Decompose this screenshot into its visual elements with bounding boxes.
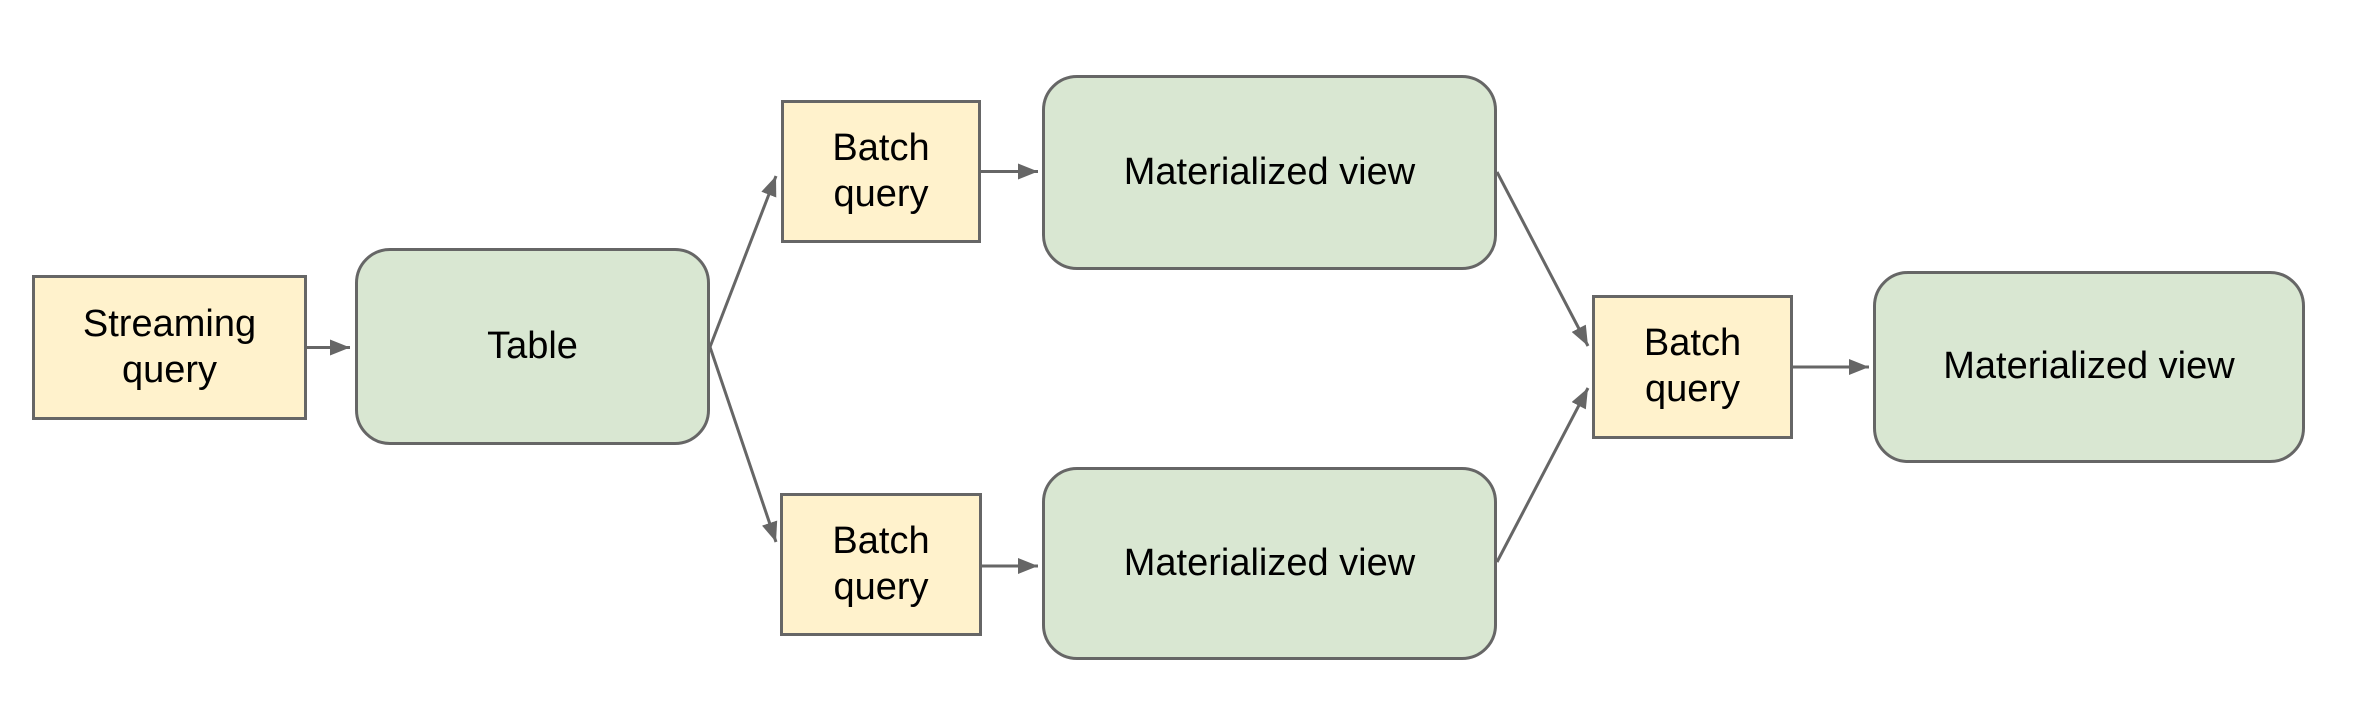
edge-table-to-batch-bottom: [708, 346, 778, 543]
edge-mv-top-to-batch-right: [1495, 171, 1590, 347]
node-materialized-view-top-label: Materialized view: [1123, 150, 1416, 193]
node-materialized-view-final: Materialized view: [1873, 271, 2305, 463]
node-batch-query-right: Batch query: [1592, 295, 1793, 439]
edge-table-to-batch-top: [708, 175, 778, 348]
node-batch-query-bottom-label: Batch query: [832, 519, 930, 608]
node-batch-query-bottom: Batch query: [780, 493, 982, 636]
node-materialized-view-final-label: Materialized view: [1943, 345, 2235, 388]
node-batch-query-right-label: Batch query: [1643, 322, 1742, 410]
node-materialized-view-top: Materialized view: [1042, 75, 1497, 270]
node-batch-query-top: Batch query: [781, 100, 981, 243]
node-table: Table: [355, 248, 710, 445]
node-materialized-view-bottom: Materialized view: [1042, 467, 1497, 660]
node-batch-query-top-label: Batch query: [832, 126, 930, 215]
node-materialized-view-bottom-label: Materialized view: [1123, 541, 1416, 584]
node-streaming-query: Streaming query: [32, 275, 307, 420]
node-streaming-query-label: Streaming query: [82, 302, 257, 391]
edge-mv-bottom-to-batch-right: [1495, 387, 1590, 563]
node-table-label: Table: [487, 324, 578, 367]
